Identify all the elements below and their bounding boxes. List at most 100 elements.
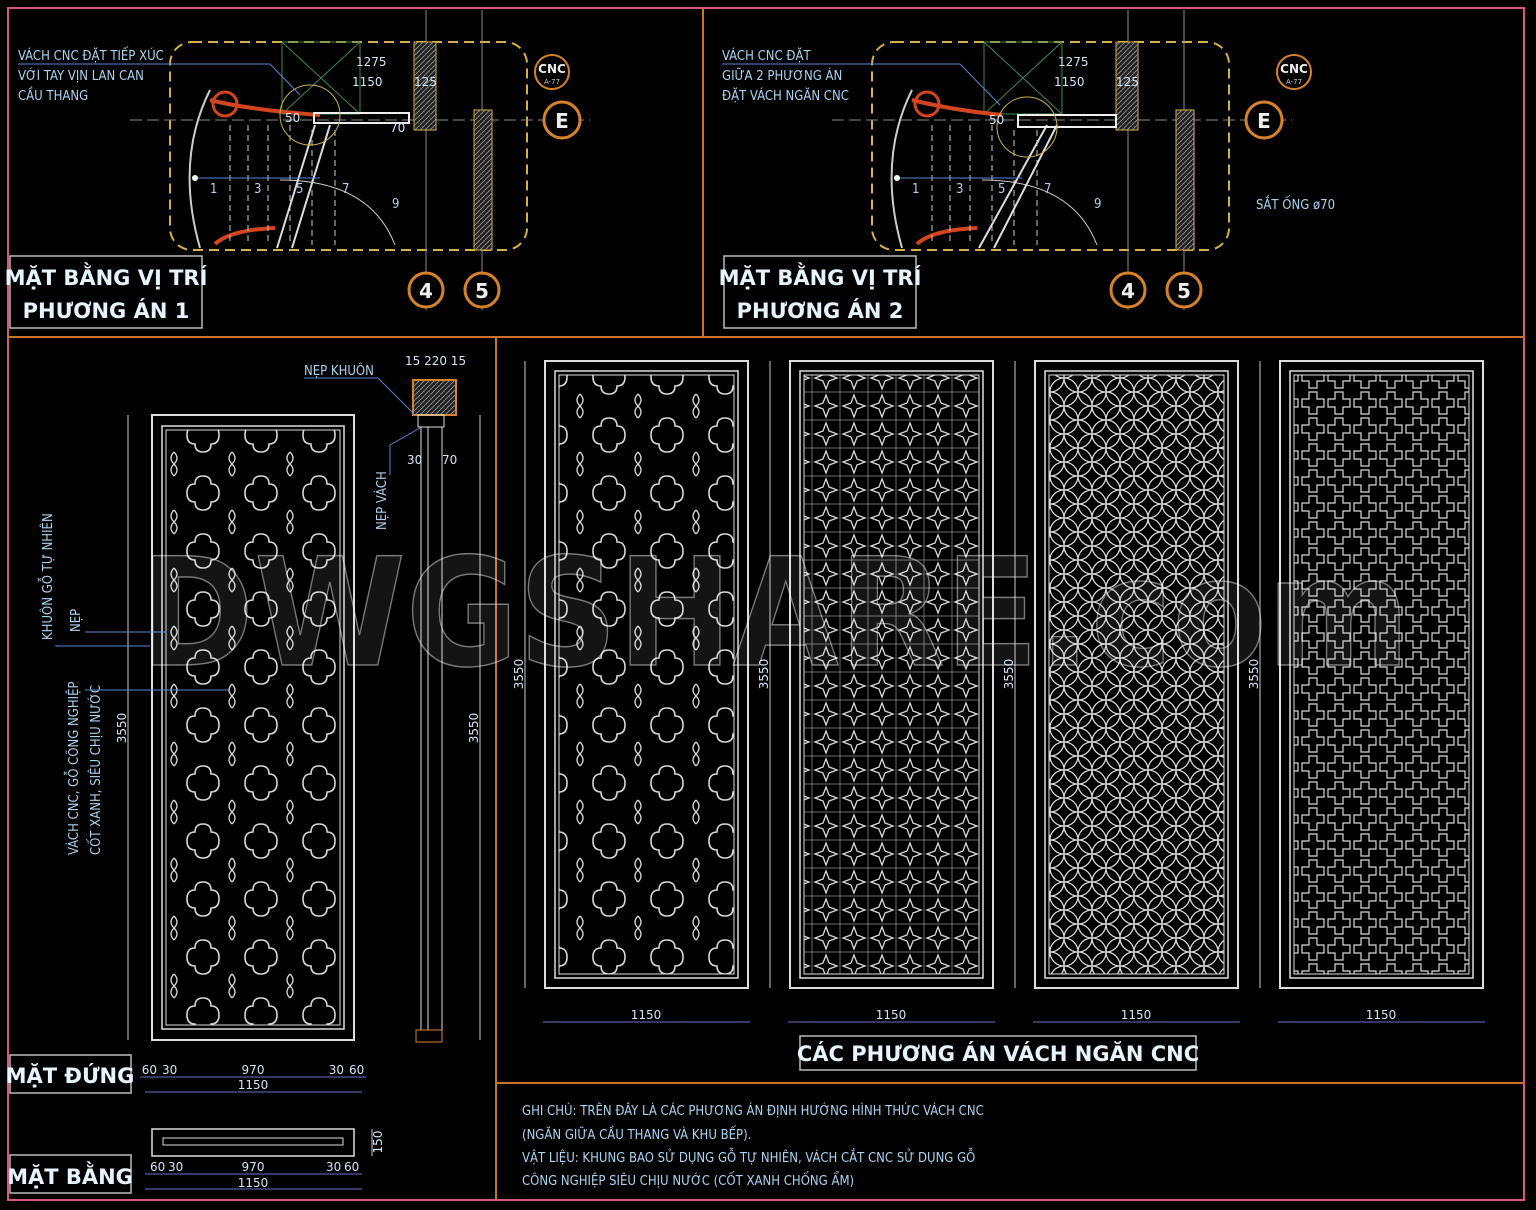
panel-pattern <box>1293 374 1470 975</box>
panel-inner-frame <box>1044 370 1229 979</box>
panel-pattern <box>803 374 980 975</box>
step-number: 3 <box>956 182 963 197</box>
cnc-tag: CNC A-77 <box>1276 54 1312 90</box>
plan2-note-line: GIỮA 2 PHƯƠNG ÁN <box>722 68 842 84</box>
dimension: 970 <box>242 1063 265 1077</box>
dimension: 125 <box>414 75 437 89</box>
notes: GHI CHÚ: TRÊN ĐÂY LÀ CÁC PHƯƠNG ÁN ĐỊNH … <box>522 1103 984 1189</box>
dimension: 150 <box>371 1131 385 1154</box>
cnc-panel-option: 3550 1150 <box>1247 360 1485 1023</box>
plan1-note-line: VỚI TAY VỊN LAN CAN <box>18 68 144 84</box>
plan1-subtitle: PHƯƠNG ÁN 1 <box>23 298 190 323</box>
panel-frame <box>1279 360 1484 989</box>
step-number: 7 <box>1044 182 1051 197</box>
panel-inner-frame <box>799 370 984 979</box>
dimension: 30 <box>168 1160 183 1174</box>
axis-bubble-5: 5 <box>1165 271 1203 309</box>
dimension: 1150 <box>238 1176 269 1190</box>
svg-text:E: E <box>1257 109 1271 133</box>
axis-bubble-4: 4 <box>407 271 445 309</box>
dimension: 1275 <box>356 55 387 69</box>
section-top-dimension: 15 220 15 <box>405 354 466 368</box>
plan2-title: MẶT BẰNG VỊ TRÍ <box>719 262 922 290</box>
dimension: 125 <box>1116 75 1139 89</box>
note-line: VẬT LIỆU: KHUNG BAO SỬ DỤNG GỖ TỰ NHIÊN,… <box>522 1148 975 1166</box>
panel-frame <box>789 360 994 989</box>
step-number: 1 <box>210 182 217 197</box>
pipe-note: SẮT ỐNG ø70 <box>1256 196 1335 213</box>
label-trim: NẸP <box>69 609 84 632</box>
dimension: 60 <box>349 1063 364 1077</box>
dimension: 30 <box>162 1063 177 1077</box>
dimension: 60 <box>150 1160 165 1174</box>
watermark-logo: DWGSHARE.com <box>140 527 1410 701</box>
elevation-view: 3550 KHUÔN GỖ TỰ NHIÊN NẸP VÁCH CNC, GỖ … <box>6 354 481 1094</box>
svg-text:A-77: A-77 <box>544 78 560 86</box>
panel-inner-frame <box>1289 370 1474 979</box>
panel-pattern <box>1048 374 1225 975</box>
options-title: CÁC PHƯƠNG ÁN VÁCH NGĂN CNC <box>797 1041 1199 1066</box>
step-number: 1 <box>912 182 919 197</box>
dimension: 50 <box>285 111 300 125</box>
panel-inner-frame <box>554 370 739 979</box>
section-height-dimension: 3550 <box>467 713 481 744</box>
dimension: 60 <box>344 1160 359 1174</box>
dimension: 50 <box>989 113 1004 127</box>
sheet-border <box>7 7 1525 1201</box>
dimension: 1150 <box>1054 75 1085 89</box>
note-line: (NGĂN GIỮA CẦU THANG VÀ KHU BẾP). <box>522 1126 751 1143</box>
height-dimension: 3550 <box>757 659 771 690</box>
label-frame-trim: NẸP KHUÔN <box>304 363 374 379</box>
label-frame: KHUÔN GỖ TỰ NHIÊN <box>38 513 56 640</box>
width-dimension: 1150 <box>1121 1008 1152 1022</box>
plan1-title: MẶT BẰNG VỊ TRÍ <box>5 262 208 290</box>
height-dimension: 3550 <box>1247 659 1261 690</box>
plan2-note-line: ĐẶT VÁCH NGĂN CNC <box>722 88 849 104</box>
dimension: 70 <box>390 121 405 135</box>
note-line: CÔNG NGHIỆP SIÊU CHỊU NƯỚC (CỐT XANH CHỐ… <box>522 1172 854 1189</box>
dimension: 1150 <box>238 1078 269 1092</box>
width-dimension: 1150 <box>1366 1008 1397 1022</box>
plan2-note-line: VÁCH CNC ĐẶT <box>722 48 811 64</box>
label-panel: VÁCH CNC, GỖ CÔNG NGHIỆP <box>64 681 82 855</box>
label-panel-trim: NẸP VÁCH <box>374 471 390 530</box>
plan2-subtitle: PHƯƠNG ÁN 2 <box>737 298 904 323</box>
panel-frame <box>544 360 749 989</box>
step-number: 7 <box>342 182 349 197</box>
dimension: 70 <box>442 453 457 467</box>
step-number: 5 <box>296 182 303 197</box>
plan-view-title: MẶT BẰNG <box>7 1161 133 1189</box>
panel-pattern <box>558 374 735 975</box>
step-number: 3 <box>254 182 261 197</box>
axis-bubble-e: E <box>1244 100 1284 140</box>
dimension: 1150 <box>352 75 383 89</box>
step-number: 5 <box>998 182 1005 197</box>
cnc-panel-option: 3550 1150 <box>757 360 995 1023</box>
plan1-note-line: VÁCH CNC ĐẶT TIẾP XÚC <box>18 47 164 64</box>
height-dimension: 3550 <box>1002 659 1016 690</box>
plan-option-1: VÁCH CNC ĐẶT TIẾP XÚC VỚI TAY VỊN LAN CA… <box>5 10 590 329</box>
step-number: 9 <box>392 197 399 212</box>
dimension: 30 <box>329 1063 344 1077</box>
plan-view: 150 60 30 970 30 60 1150 MẶT BẰNG <box>7 1128 385 1194</box>
height-dimension: 3550 <box>115 713 129 744</box>
height-dimension: 3550 <box>512 659 526 690</box>
svg-text:CNC: CNC <box>1280 62 1308 76</box>
note-line: GHI CHÚ: TRÊN ĐÂY LÀ CÁC PHƯƠNG ÁN ĐỊNH … <box>522 1103 984 1119</box>
axis-bubble-4: 4 <box>1109 271 1147 309</box>
dimension: 970 <box>242 1160 265 1174</box>
dimension: 1275 <box>1058 55 1089 69</box>
svg-text:A-77: A-77 <box>1286 78 1302 86</box>
width-dimension: 1150 <box>876 1008 907 1022</box>
svg-text:E: E <box>555 109 569 133</box>
dimension: 30 <box>326 1160 341 1174</box>
svg-text:5: 5 <box>475 279 489 303</box>
elevation-title: MẶT ĐỨNG <box>6 1062 135 1088</box>
panel-frame <box>1034 360 1239 989</box>
dimension: 30 <box>407 453 422 467</box>
svg-text:5: 5 <box>1177 279 1191 303</box>
svg-text:CNC: CNC <box>538 62 566 76</box>
